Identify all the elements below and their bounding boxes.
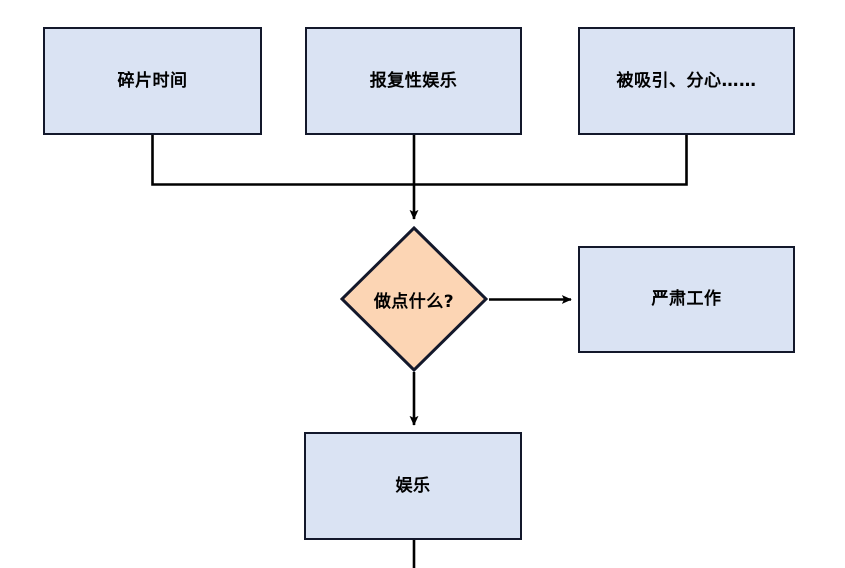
node-revenge-entertainment[interactable]: 报复性娱乐	[305, 27, 522, 135]
node-fragmented-time-label: 碎片时间	[117, 70, 188, 91]
edge-fragmented-to-bus	[151, 135, 414, 186]
edge-distracted-to-bus	[414, 135, 688, 186]
node-do-something-label: 做点什么?	[373, 291, 455, 312]
node-do-something[interactable]: 做点什么?	[340, 226, 488, 372]
node-serious-work[interactable]: 严肃工作	[578, 246, 795, 353]
node-entertainment[interactable]: 娱乐	[304, 432, 522, 540]
node-entertainment-label: 娱乐	[395, 475, 431, 496]
node-attracted-distracted[interactable]: 被吸引、分心……	[578, 27, 795, 135]
node-revenge-entertainment-label: 报复性娱乐	[369, 70, 458, 91]
node-fragmented-time[interactable]: 碎片时间	[43, 27, 262, 135]
diamond-shape-icon	[340, 226, 488, 372]
node-serious-work-label: 严肃工作	[651, 289, 722, 310]
node-attracted-distracted-label: 被吸引、分心……	[616, 70, 757, 91]
